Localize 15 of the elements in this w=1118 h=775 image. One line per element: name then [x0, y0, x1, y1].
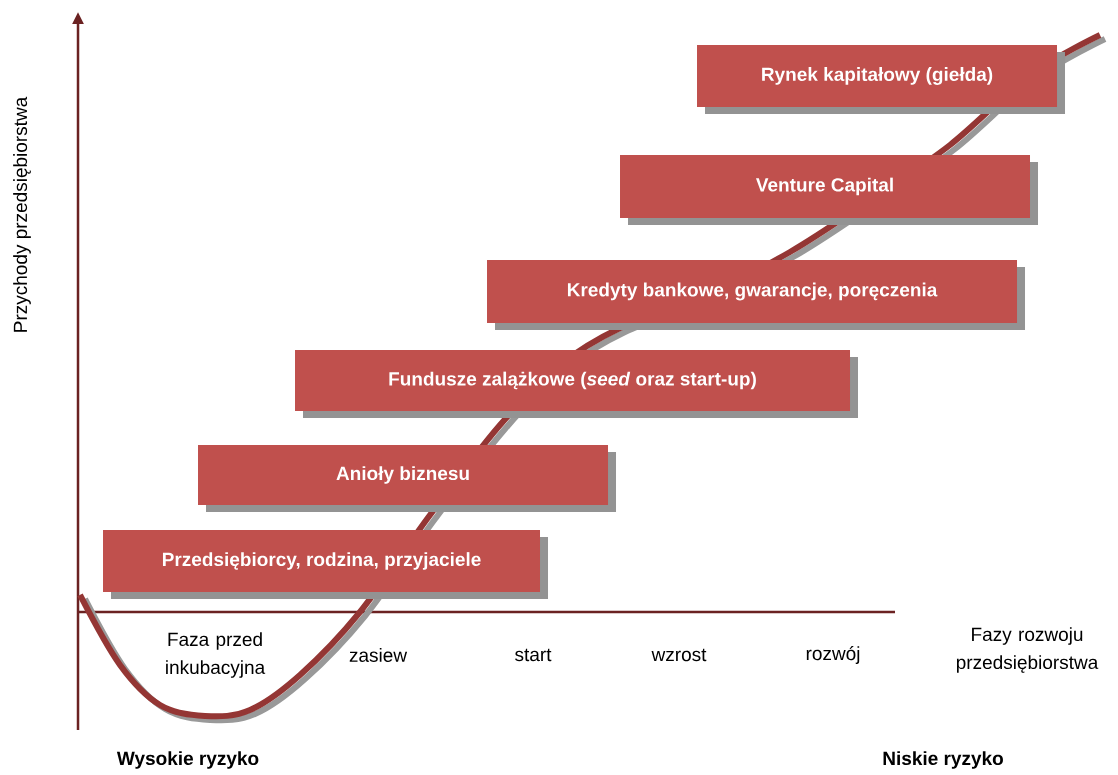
funding-box: Rynek kapitałowy (giełda) — [697, 45, 1065, 114]
phase-label: zasiew — [349, 648, 408, 662]
funding-box: Fundusze zalążkowe (seed oraz start-up) — [295, 350, 858, 418]
phase-label: wzrost — [651, 648, 707, 662]
phase-label: Faza przed inkubacyjna — [166, 632, 266, 678]
risk-label: Wysokie ryzyko — [116, 751, 259, 769]
phase-label: rozwój — [806, 646, 860, 664]
phase-label: start — [515, 648, 552, 662]
funding-box: Anioły biznesu — [198, 445, 616, 512]
funding-box: Kredyty bankowe, gwarancje, poręczenia — [487, 260, 1025, 330]
funding-box: Przedsiębiorcy, rodzina, przyjaciele — [103, 530, 548, 599]
axis-label: Przychody przedsiębiorstwa — [13, 96, 31, 332]
risk-label: Niskie ryzyko — [883, 751, 1003, 769]
funding-box: Venture Capital — [620, 155, 1038, 225]
axis-label: Fazy rozwoju przedsiębiorstwa — [956, 627, 1099, 673]
